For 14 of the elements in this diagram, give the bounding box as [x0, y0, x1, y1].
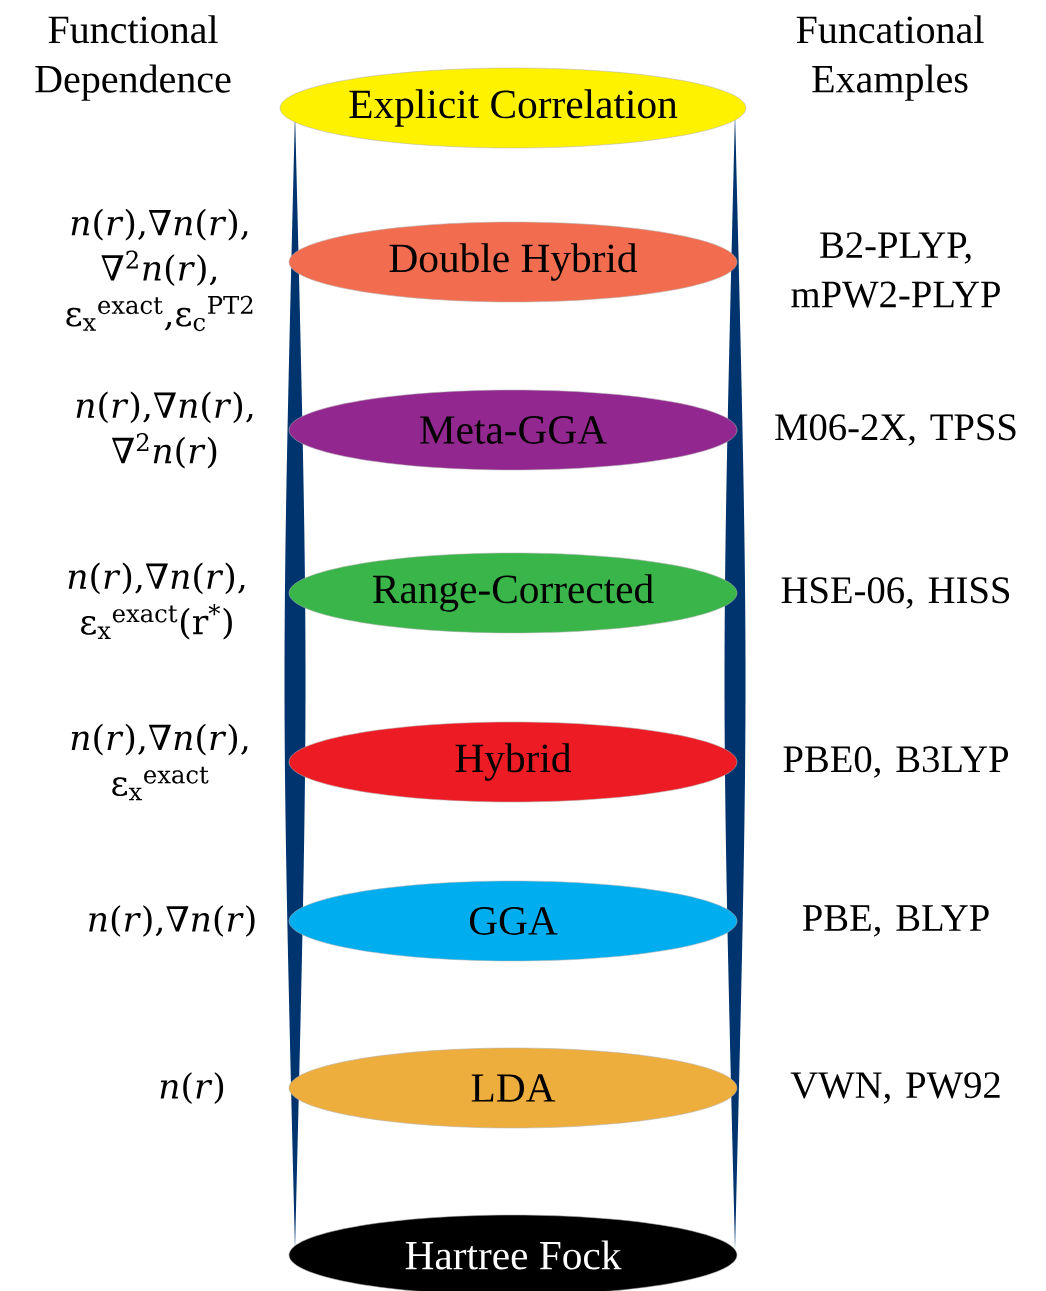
- example-text: PBE0, B3LYP: [783, 746, 1009, 778]
- dependence-formula: n(r): [160, 1072, 224, 1104]
- example-text: HSE-06, HISS: [781, 577, 1010, 609]
- example-text: VWN, PW92: [790, 1072, 1000, 1104]
- dependence-formula: n(r),∇n(r), ε$_{x}$exact: [71, 723, 248, 801]
- example-text: M06-2X, TPSS: [775, 414, 1016, 446]
- dependence-formula: n(r),∇n(r): [89, 905, 255, 937]
- column-heading: Functional Dependence: [35, 15, 231, 101]
- dependence-formula: n(r),∇n(r), ε$_{x}$$^{exact}$(r$^{*}$): [68, 562, 245, 640]
- dependence-formula: n(r),∇n(r), ∇$^{2}$n(r), ε$_{x}$$^{exact}$,ε$_{c}$PT2: [66, 208, 253, 332]
- dependence-formula: n(r),∇n(r), ∇$^{2}$n(r): [76, 391, 253, 469]
- column-heading: Funcational Examples: [796, 15, 984, 101]
- example-text: PBE, BLYP: [802, 905, 989, 937]
- example-text: B2-PLYP, mPW2-PLYP: [791, 232, 1000, 308]
